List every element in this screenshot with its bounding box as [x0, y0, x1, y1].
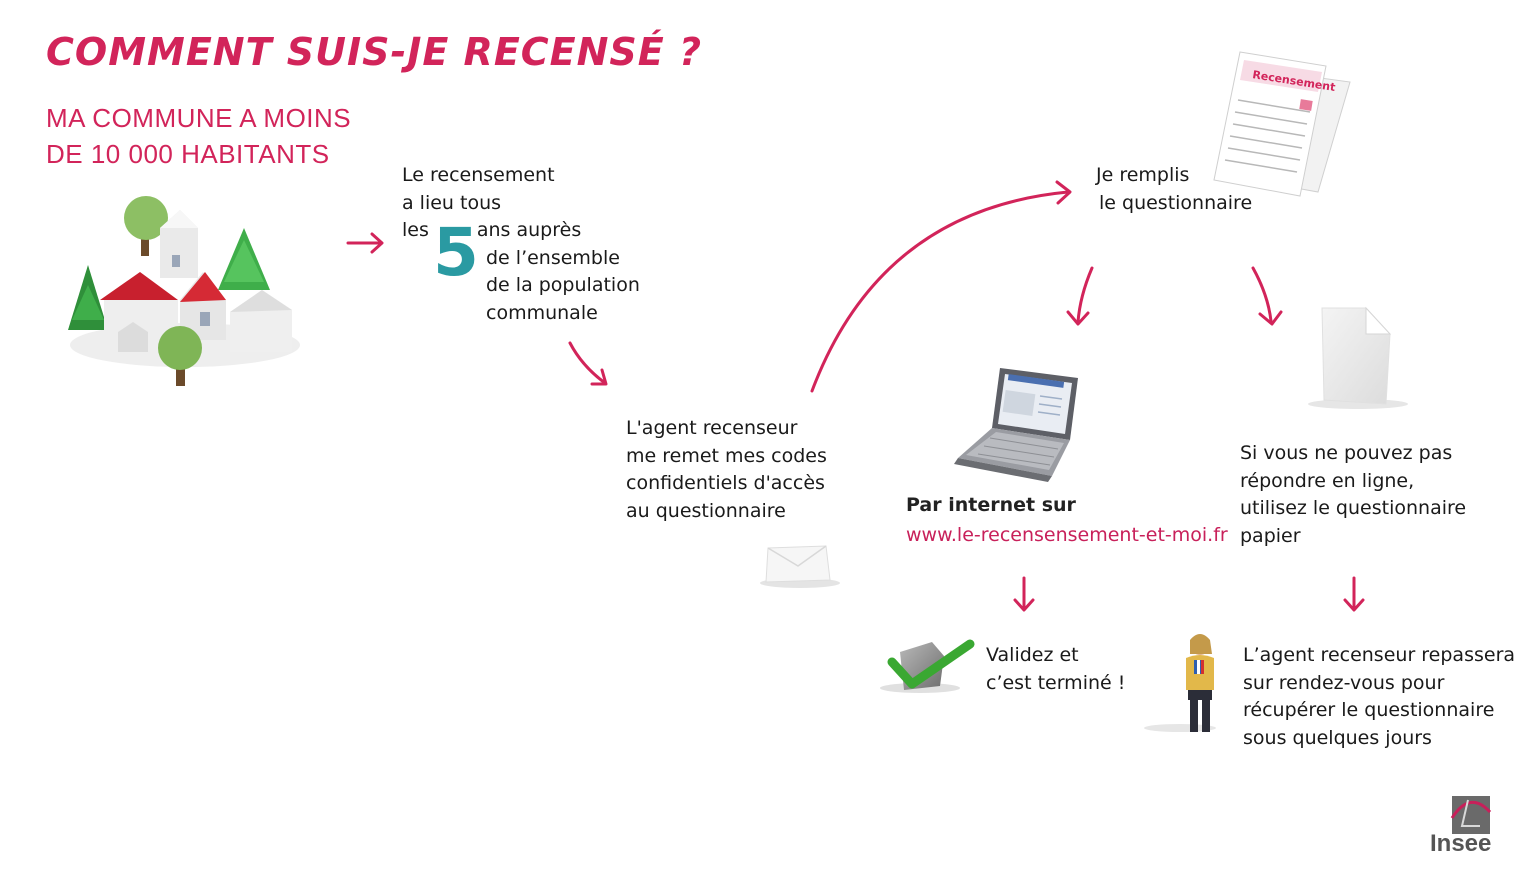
arrow-census-to-agent — [568, 341, 608, 386]
agent-line-3: confidentiels d'accès — [626, 472, 825, 494]
census-line-3-before: les — [402, 219, 429, 241]
paper-line-3: utilisez le questionnaire — [1240, 497, 1467, 519]
arrow-agent-to-fill — [810, 180, 1072, 393]
pickup-line-3: récupérer le questionnaire — [1243, 699, 1495, 721]
validate-text: Validez et c’est terminé ! — [986, 642, 1125, 697]
pickup-text: L’agent recenseur repassera sur rendez-v… — [1243, 642, 1515, 752]
pickup-line-1: L’agent recenseur repassera — [1243, 644, 1516, 666]
checkmark-box-icon — [880, 639, 975, 693]
questionnaire-flyer-icon: Recensement — [1213, 51, 1351, 197]
envelope-icon — [760, 545, 840, 588]
census-interval-number: 5 — [433, 214, 479, 291]
paper-text: Si vous ne pouvez pas répondre en ligne,… — [1240, 440, 1466, 550]
subtitle-line-2: DE 10 000 HABITANTS — [46, 139, 330, 169]
paper-line-2: répondre en ligne, — [1240, 469, 1415, 492]
internet-label: Par internet sur — [906, 494, 1076, 516]
page-title: COMMENT SUIS-JE RECENSÉ ? — [46, 30, 703, 74]
pickup-line-2: sur rendez-vous pour — [1243, 671, 1445, 694]
insee-logo-icon — [1450, 796, 1492, 834]
insee-logo-text: Insee — [1430, 830, 1492, 857]
page-subtitle: MA COMMUNE A MOINS DE 10 000 HABITANTS — [46, 100, 351, 172]
census-line-2: a lieu tous — [402, 191, 502, 214]
validate-line-2: c’est terminé ! — [986, 671, 1126, 694]
fill-line-2: le questionnaire — [1099, 191, 1253, 214]
paper-line-1: Si vous ne pouvez pas — [1240, 442, 1453, 464]
validate-line-1: Validez et — [986, 644, 1079, 666]
census-line-4: de l’ensemble — [486, 246, 620, 269]
village-icon — [68, 196, 300, 386]
arrow-fill-to-paper — [1251, 266, 1283, 326]
census-text: Le recensement a lieu tous les ans auprès… — [402, 162, 640, 327]
census-line-3-after: ans auprès — [476, 219, 582, 241]
census-line-1: Le recensement — [402, 164, 555, 186]
arrow-paper-to-pickup — [1343, 576, 1365, 612]
agent-text: L'agent recenseur me remet mes codes con… — [626, 415, 827, 525]
fill-text: Je remplis le questionnaire — [1096, 162, 1252, 217]
fill-line-1: Je remplis — [1096, 164, 1190, 186]
arrow-internet-to-validate — [1013, 576, 1035, 612]
subtitle-line-1: MA COMMUNE A MOINS — [46, 103, 352, 133]
agent-person-icon — [1144, 634, 1216, 732]
pickup-line-4: sous quelques jours — [1243, 726, 1432, 749]
agent-line-4: au questionnaire — [626, 499, 786, 522]
paper-sheet-icon — [1308, 306, 1408, 409]
census-line-5: de la population — [486, 274, 640, 296]
agent-line-1: L'agent recenseur — [626, 417, 798, 439]
agent-line-2: me remet mes codes — [626, 444, 827, 467]
census-line-6: communale — [486, 301, 598, 324]
arrow-fill-to-internet — [1066, 266, 1094, 326]
laptop-icon — [954, 368, 1078, 482]
arrow-village-to-census — [346, 232, 384, 254]
paper-line-4: papier — [1240, 524, 1301, 547]
internet-url-link[interactable]: www.le-recensensement-et-moi.fr — [906, 524, 1228, 546]
